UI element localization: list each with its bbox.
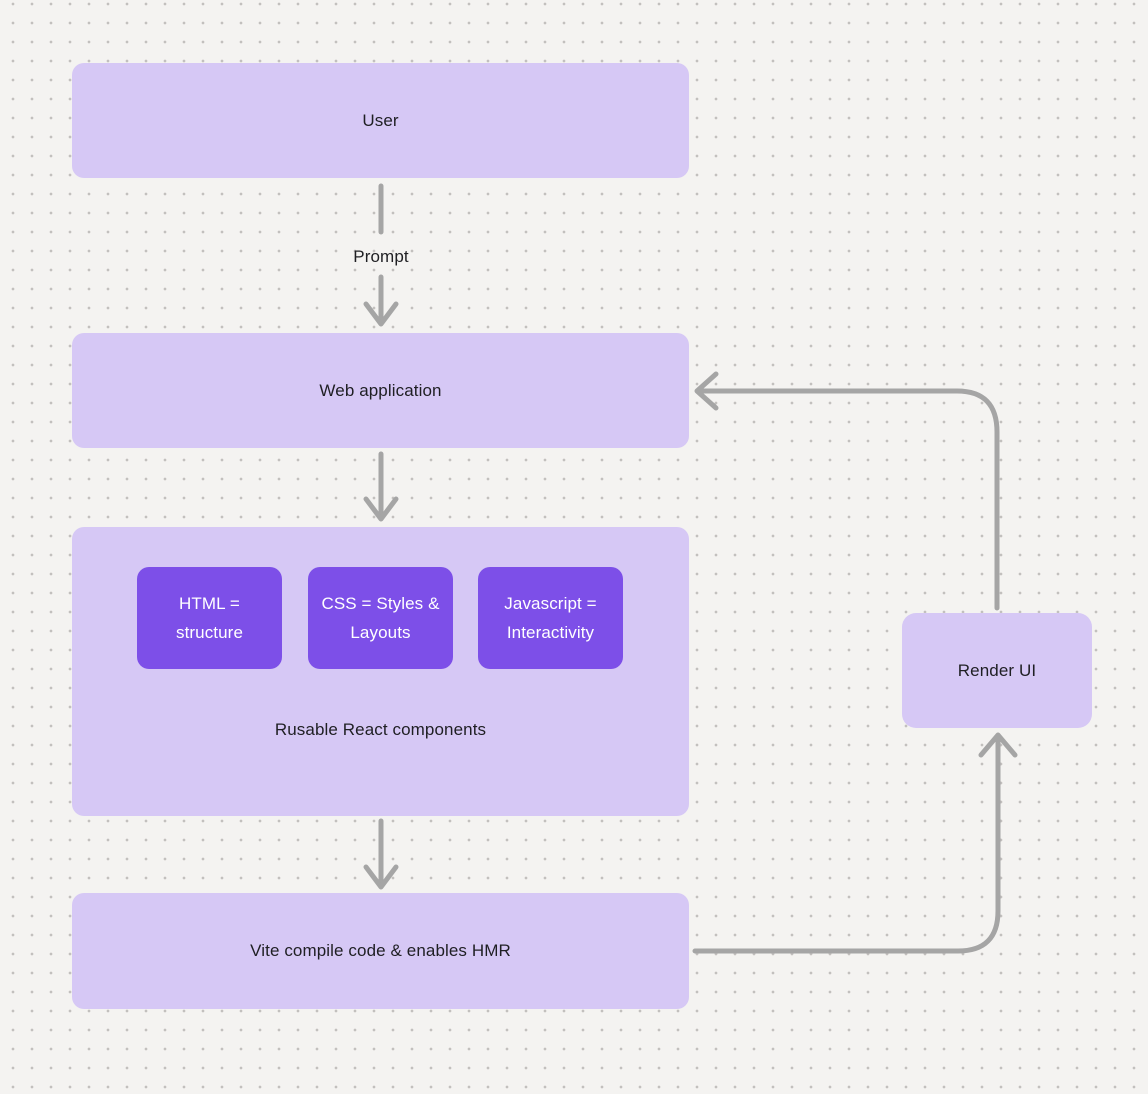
- arrowhead-up-icon: [978, 732, 1018, 758]
- node-web-application[interactable]: Web application: [72, 333, 689, 448]
- node-vite[interactable]: Vite compile code & enables HMR: [72, 893, 689, 1009]
- node-vite-label: Vite compile code & enables HMR: [250, 941, 511, 960]
- subnode-html[interactable]: HTML = structure: [137, 567, 282, 669]
- react-components-group-label: Rusable React components: [274, 720, 487, 739]
- edge-label-prompt: Prompt: [353, 247, 409, 266]
- connector-line: [697, 388, 1000, 611]
- node-user[interactable]: User: [72, 63, 689, 178]
- arrowhead-down-icon: [363, 496, 399, 522]
- subnode-javascript[interactable]: Javascript = Interactivity: [478, 567, 623, 669]
- subnode-javascript-label: Javascript = Interactivity: [504, 594, 597, 642]
- connector-webapp-to-components[interactable]: [363, 451, 399, 522]
- subnode-css-label: CSS = Styles & Layouts: [321, 594, 440, 642]
- connector-components-to-vite[interactable]: [363, 818, 399, 890]
- node-web-application-label: Web application: [319, 380, 442, 400]
- arrowhead-down-icon: [363, 864, 399, 890]
- arrowhead-down-icon: [363, 301, 399, 327]
- subnode-css[interactable]: CSS = Styles & Layouts: [308, 567, 453, 669]
- subnode-html-label: HTML = structure: [175, 594, 244, 642]
- arrowhead-left-icon: [694, 371, 719, 411]
- node-render-ui-label: Render UI: [957, 660, 1037, 680]
- node-user-label: User: [362, 110, 399, 130]
- connector-line: [692, 735, 1001, 954]
- connector-renderui-to-webapp[interactable]: [694, 371, 1000, 611]
- node-render-ui[interactable]: Render UI: [902, 613, 1092, 728]
- connector-vite-to-renderui[interactable]: [692, 732, 1018, 954]
